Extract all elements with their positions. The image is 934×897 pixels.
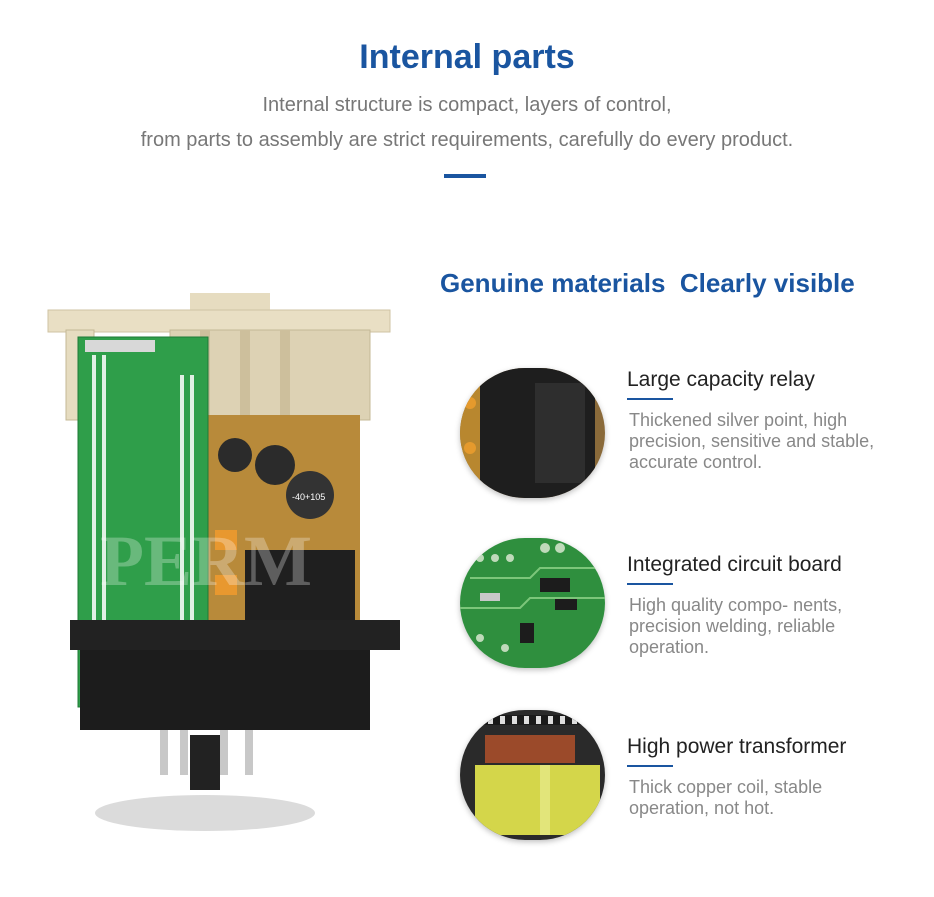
product-image: -40+105 PERM R	[40, 285, 424, 845]
feature-title-circuit-board: Integrated circuit board	[627, 553, 842, 576]
feature-desc-circuit-board: High quality compo- nents, precision wel…	[629, 595, 843, 657]
feature-rule-transformer	[627, 765, 673, 767]
watermark-text: PERM	[100, 521, 312, 601]
page-title: Internal parts	[359, 38, 575, 76]
feature-rule-circuit-board	[627, 583, 673, 585]
circuit-board-image	[460, 538, 605, 668]
capacitor-label: -40+105	[292, 492, 325, 502]
feature-title-relay: Large capacity relay	[627, 368, 815, 391]
svg-text:R: R	[397, 481, 411, 503]
feature-rule-relay	[627, 398, 673, 400]
section-heading: Genuine materials Clearly visible	[440, 268, 855, 298]
feature-desc-transformer: Thick copper coil, stable operation, not…	[629, 777, 823, 818]
feature-desc-relay: Thickened silver point, high precision, …	[629, 410, 875, 472]
transformer-image	[460, 710, 605, 840]
relay-image	[460, 368, 605, 498]
title-divider	[444, 174, 486, 178]
feature-title-transformer: High power transformer	[627, 735, 847, 758]
page-subtitle-line1: Internal structure is compact, layers of…	[262, 94, 672, 116]
page-subtitle-line2: from parts to assembly are strict requir…	[140, 129, 794, 151]
